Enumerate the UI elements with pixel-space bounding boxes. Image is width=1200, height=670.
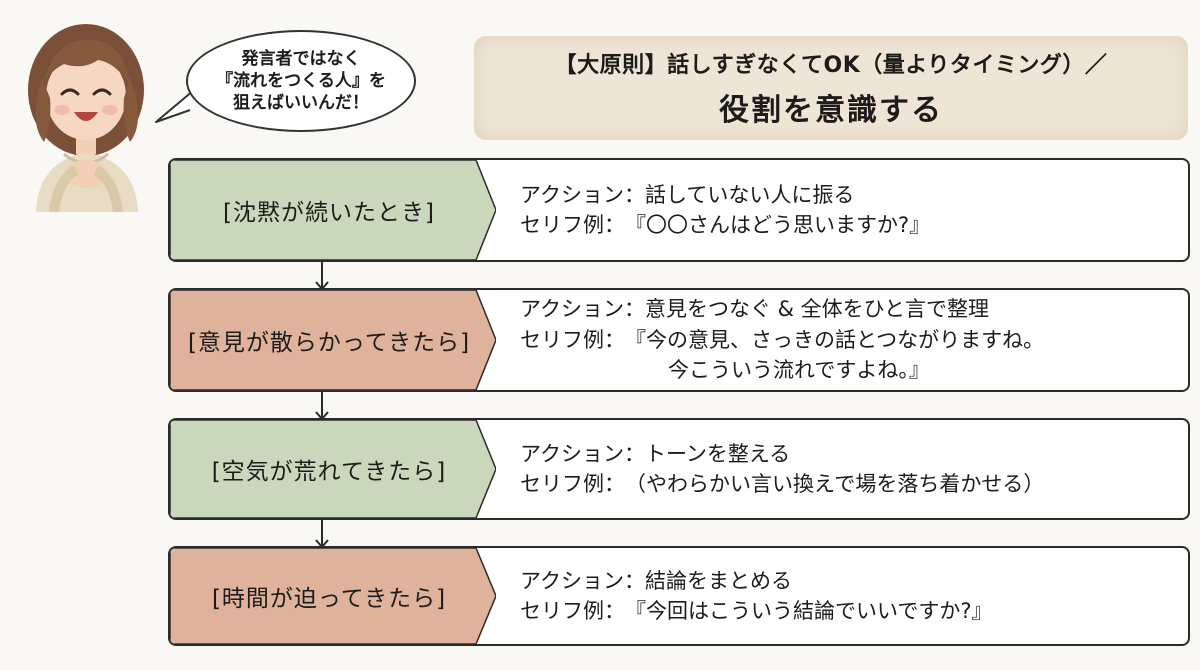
situation-label: [空気が荒れてきたら] [211, 459, 447, 485]
action-text: トーンを整える [644, 441, 791, 466]
character-illustration [14, 12, 164, 213]
situation-label-box: [時間が迫ってきたら] [170, 548, 496, 644]
row-content: アクション：トーンを整える セリフ例：（やわらかい言い換えで場を落ち着かせる） [520, 420, 1178, 518]
example-key: セリフ例： [520, 599, 625, 623]
situation-label-box: [意見が散らかってきたら] [170, 290, 496, 390]
row-content: アクション：結論をまとめる セリフ例：『今回はこういう結論でいいですか?』 [520, 548, 1178, 644]
action-key: アクション： [520, 297, 645, 322]
down-arrow-icon [315, 260, 329, 291]
down-arrow-icon [315, 518, 329, 549]
example-text: 『今の意見、さっきの話とつながりますね。 [625, 327, 1045, 352]
situation-label-box: [沈黙が続いたとき] [170, 160, 496, 260]
speech-line: 狙えばいいんだ！ [233, 93, 369, 114]
example-key: セリフ例： [520, 327, 625, 352]
situation-row: [空気が荒れてきたら] アクション：トーンを整える セリフ例：（やわらかい言い換… [168, 418, 1190, 520]
example-key: セリフ例： [520, 213, 625, 237]
row-content: アクション：話していない人に振る セリフ例：『〇〇さんはどう思いますか?』 [520, 160, 1178, 260]
title-banner: 【大原則】話しすぎなくてOK（量よりタイミング）／ 役割を意識する [474, 36, 1188, 140]
title-role: 役割を意識する [719, 93, 943, 128]
action-text: 話していない人に振る [644, 182, 855, 207]
row-content: アクション：意見をつなぐ & 全体をひと言で整理 セリフ例：『今の意見、さっきの… [520, 290, 1178, 390]
speech-bubble: 発言者ではなく 『流れをつくる人』を 狙えばいいんだ！ [186, 30, 416, 132]
action-text: 意見をつなぐ & 全体をひと言で整理 [644, 297, 990, 322]
speech-line: 『流れをつくる人』を [216, 70, 386, 91]
speech-line: 発言者ではなく [241, 48, 361, 69]
action-key: アクション： [520, 441, 645, 466]
speech-bubble-tail [155, 89, 195, 123]
example-text: （やわらかい言い換えで場を落ち着かせる） [625, 472, 1045, 496]
situation-row: [時間が迫ってきたら] アクション：結論をまとめる セリフ例：『今回はこういう結… [168, 546, 1190, 646]
action-key: アクション： [520, 568, 645, 593]
example-text: 『今回はこういう結論でいいですか?』 [625, 599, 993, 623]
situation-label-box: [空気が荒れてきたら] [170, 420, 496, 518]
example-text: 『〇〇さんはどう思いますか?』 [625, 213, 931, 237]
title-main-principle: 【大原則】話しすぎなくてOK（量よりタイミング）／ [554, 53, 1108, 78]
example-text-continued: 今こういう流れですよね。』 [668, 358, 930, 383]
situation-row: [沈黙が続いたとき] アクション：話していない人に振る セリフ例：『〇〇さんはど… [168, 158, 1190, 262]
situation-row: [意見が散らかってきたら] アクション：意見をつなぐ & 全体をひと言で整理 セ… [168, 288, 1190, 392]
situation-label: [沈黙が続いたとき] [223, 200, 435, 226]
action-key: アクション： [520, 182, 645, 207]
example-key: セリフ例： [520, 472, 625, 496]
situation-label: [意見が散らかってきたら] [187, 330, 471, 356]
action-text: 結論をまとめる [644, 568, 792, 593]
down-arrow-icon [315, 390, 329, 421]
situation-label: [時間が迫ってきたら] [211, 586, 447, 612]
